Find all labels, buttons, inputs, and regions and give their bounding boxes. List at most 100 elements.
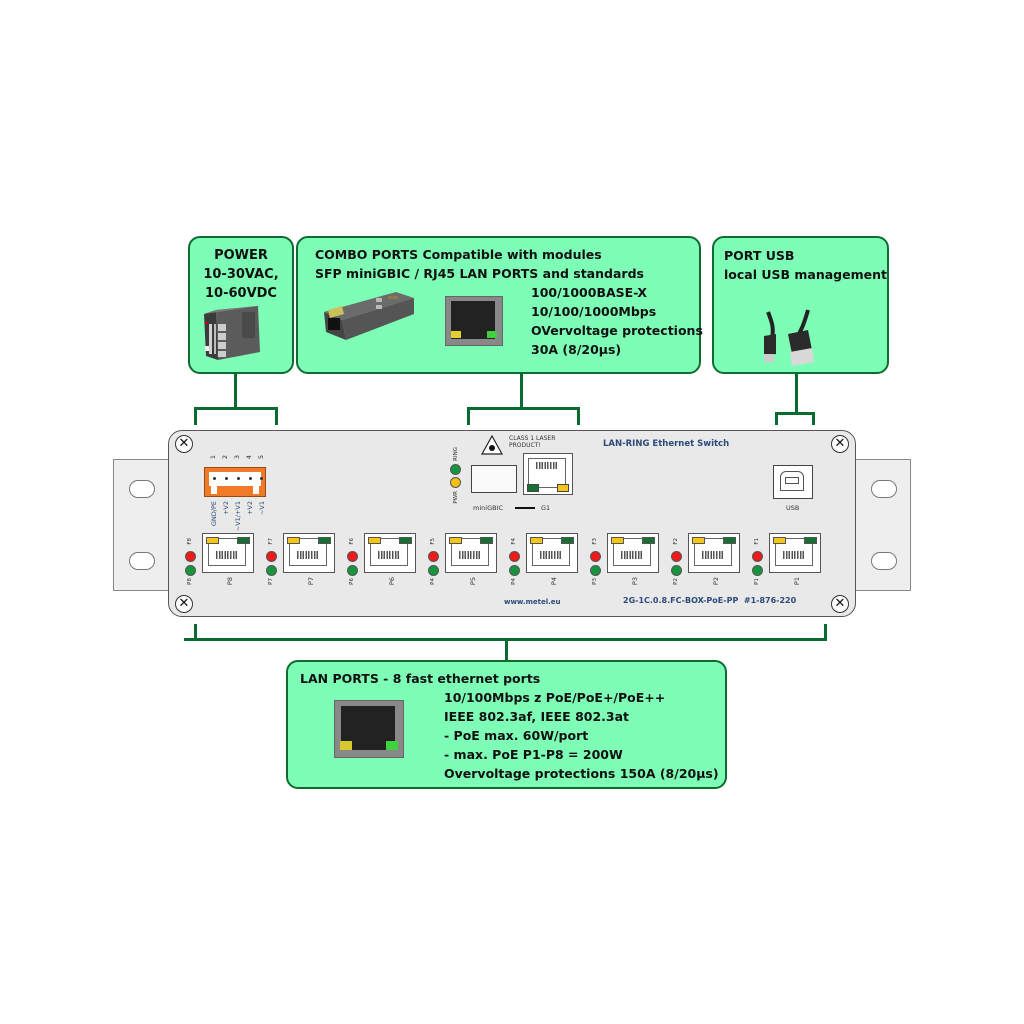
fault-led — [509, 551, 520, 562]
lan-rj45-icon — [334, 700, 404, 758]
link-led — [692, 537, 705, 544]
poe-led — [347, 565, 358, 576]
mount-hole — [129, 552, 155, 570]
combo-spec-protection: OVervoltage protections — [531, 323, 703, 338]
lan-connector-stem — [505, 640, 508, 662]
lan-connector-left — [194, 624, 197, 640]
power-supply-icon — [204, 306, 260, 360]
terminal-connector[interactable] — [204, 467, 266, 497]
poe-led — [671, 565, 682, 576]
model-number: 2G-1C.0.8.FC-BOX-PoE-PP #1-876-220 — [623, 596, 797, 605]
lan-port[interactable] — [445, 533, 497, 573]
sfp-minigbic-slot[interactable] — [471, 465, 517, 493]
combo-connector-left — [467, 407, 470, 425]
screw-icon: ✕ — [175, 435, 193, 453]
combo-connector-bar — [467, 407, 580, 410]
lan-port-label: P6 — [388, 577, 396, 586]
laser-warning-line-2: PRODUCT! — [509, 442, 541, 449]
usb-description: local USB management — [724, 267, 887, 282]
poe-led-label: P6 — [349, 578, 355, 585]
pwr-led — [450, 477, 461, 488]
link-led — [773, 537, 786, 544]
g1-rj45-port[interactable] — [523, 453, 573, 495]
link-led — [530, 537, 543, 544]
poe-led — [428, 565, 439, 576]
mount-hole — [871, 480, 897, 498]
lan-port[interactable] — [364, 533, 416, 573]
poe-led-label: P3 — [592, 578, 598, 585]
laser-warning-icon — [481, 435, 503, 455]
fault-led — [752, 551, 763, 562]
poe-led — [752, 565, 763, 576]
combo-divider — [515, 507, 535, 509]
usb-port[interactable] — [773, 465, 813, 499]
usb-connector-bar — [775, 412, 815, 415]
lan-port-label: P7 — [307, 577, 315, 586]
link-led — [449, 537, 462, 544]
lan-port[interactable] — [526, 533, 578, 573]
lan-port-label: P8 — [226, 577, 234, 586]
fault-led — [266, 551, 277, 562]
fault-led — [671, 551, 682, 562]
lan-ports-callout: LAN PORTS - 8 fast ethernet ports 10/100… — [286, 660, 727, 789]
mount-hole — [129, 480, 155, 498]
combo-spec-surge: 30A (8/20µs) — [531, 342, 622, 357]
port-pins — [621, 551, 643, 559]
fault-led — [347, 551, 358, 562]
g1-activity-led — [557, 484, 569, 492]
link-led — [287, 537, 300, 544]
combo-spec-base-x: 100/1000BASE-X — [531, 285, 647, 300]
lan-port[interactable] — [202, 533, 254, 573]
lan-port-label: P5 — [469, 577, 477, 586]
pwr-led-label: PWR — [453, 491, 459, 504]
lan-spec-poe-total: - max. PoE P1-P8 = 200W — [444, 747, 623, 762]
terminal-pin-label: ~V1 — [258, 501, 266, 516]
port-pins — [378, 551, 400, 559]
usb-port-label: USB — [786, 504, 800, 512]
usb-connector-stem — [795, 374, 798, 414]
lan-port[interactable] — [688, 533, 740, 573]
terminal-pin-number: 2 — [221, 455, 229, 460]
lan-port-label: P2 — [712, 577, 720, 586]
power-title: POWER — [214, 248, 268, 263]
switch-front-panel: ✕ ✕ ✕ ✕ 1 2 3 4 5 GND/PE +V2 ~V1/+V1 +V2… — [168, 430, 856, 617]
lan-connector-right — [824, 624, 827, 640]
port-pins — [297, 551, 319, 559]
port-pins — [459, 551, 481, 559]
terminal-pin-number: 4 — [245, 455, 253, 460]
laser-warning-line-1: CLASS 1 LASER — [509, 435, 556, 442]
terminal-pin-number: 5 — [257, 455, 265, 460]
fault-led-label: F3 — [592, 538, 598, 545]
fault-led-label: F7 — [268, 538, 274, 545]
fault-led-label: F2 — [673, 538, 679, 545]
poe-led — [185, 565, 196, 576]
terminal-pin-number: 3 — [233, 455, 241, 460]
poe-led-label: P4 — [511, 578, 517, 585]
lan-port[interactable] — [607, 533, 659, 573]
lan-connector-bar — [184, 638, 827, 641]
sfp-module-icon — [324, 292, 414, 340]
usb-connector-left — [775, 412, 778, 425]
lan-port[interactable] — [769, 533, 821, 573]
fault-led-label: F4 — [511, 538, 517, 545]
port-pins — [783, 551, 805, 559]
usb-connector-right — [812, 412, 815, 425]
poe-led — [509, 565, 520, 576]
activity-led — [561, 537, 574, 544]
terminal-pin-label: +V2 — [222, 501, 230, 516]
lan-title: LAN PORTS - 8 fast ethernet ports — [300, 671, 541, 686]
port-pins — [702, 551, 724, 559]
screw-icon: ✕ — [175, 595, 193, 613]
lan-spec-poe-per-port: - PoE max. 60W/port — [444, 728, 589, 743]
lan-port-label: P3 — [631, 577, 639, 586]
combo-title: COMBO PORTS Compatible with modules — [315, 247, 602, 262]
poe-led-label: P8 — [187, 578, 193, 585]
g1-label: G1 — [541, 504, 551, 512]
poe-led-label: P2 — [673, 578, 679, 585]
link-led — [611, 537, 624, 544]
fault-led — [590, 551, 601, 562]
lan-spec-standards: IEEE 802.3af, IEEE 802.3at — [444, 709, 630, 724]
lan-port[interactable] — [283, 533, 335, 573]
power-terminal-block: 1 2 3 4 5 — [201, 455, 275, 515]
ring-led — [450, 464, 461, 475]
